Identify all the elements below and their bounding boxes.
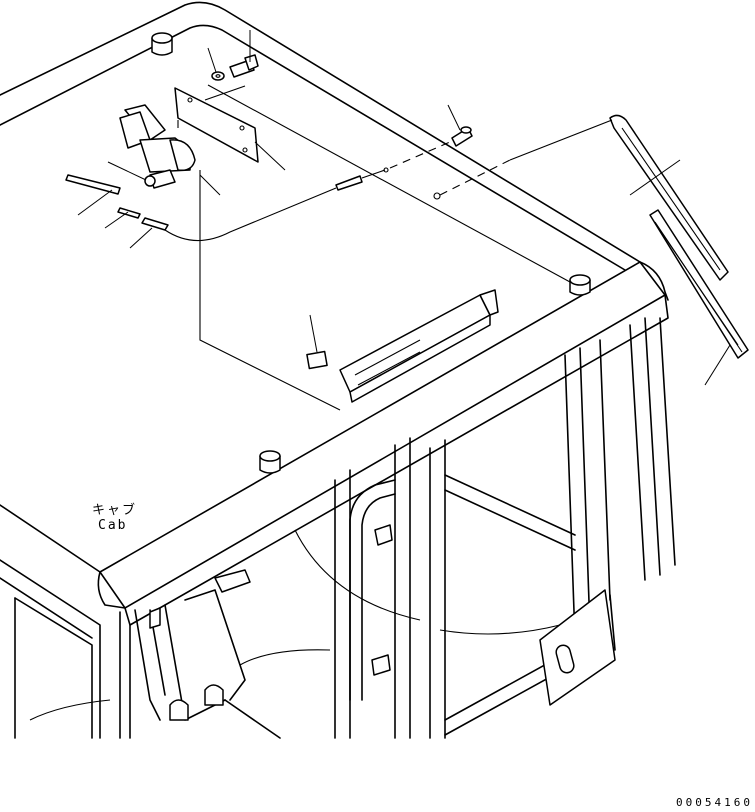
cab-label-en: Cab — [98, 518, 128, 533]
cab-label-jp: キャブ — [92, 503, 138, 518]
wiper-motor-assembly — [119, 87, 259, 189]
hinge-plate — [539, 589, 616, 706]
leader-lines — [77, 30, 731, 386]
cab-roof — [0, 1, 669, 573]
wiper-arm — [609, 114, 729, 281]
caution-plate — [306, 289, 499, 403]
inner-panels — [29, 529, 561, 721]
front-roof-beam — [97, 261, 669, 739]
left-side-frame — [0, 559, 281, 739]
roof-bumps — [151, 32, 591, 474]
washer-nozzle — [451, 126, 473, 147]
figure-number: 00054160 — [676, 796, 753, 809]
bolt-and-washer — [211, 54, 259, 81]
wiper-blade — [649, 209, 749, 359]
harness-lines — [199, 84, 571, 411]
grab-handle — [349, 479, 396, 701]
hose-parts — [65, 174, 363, 231]
